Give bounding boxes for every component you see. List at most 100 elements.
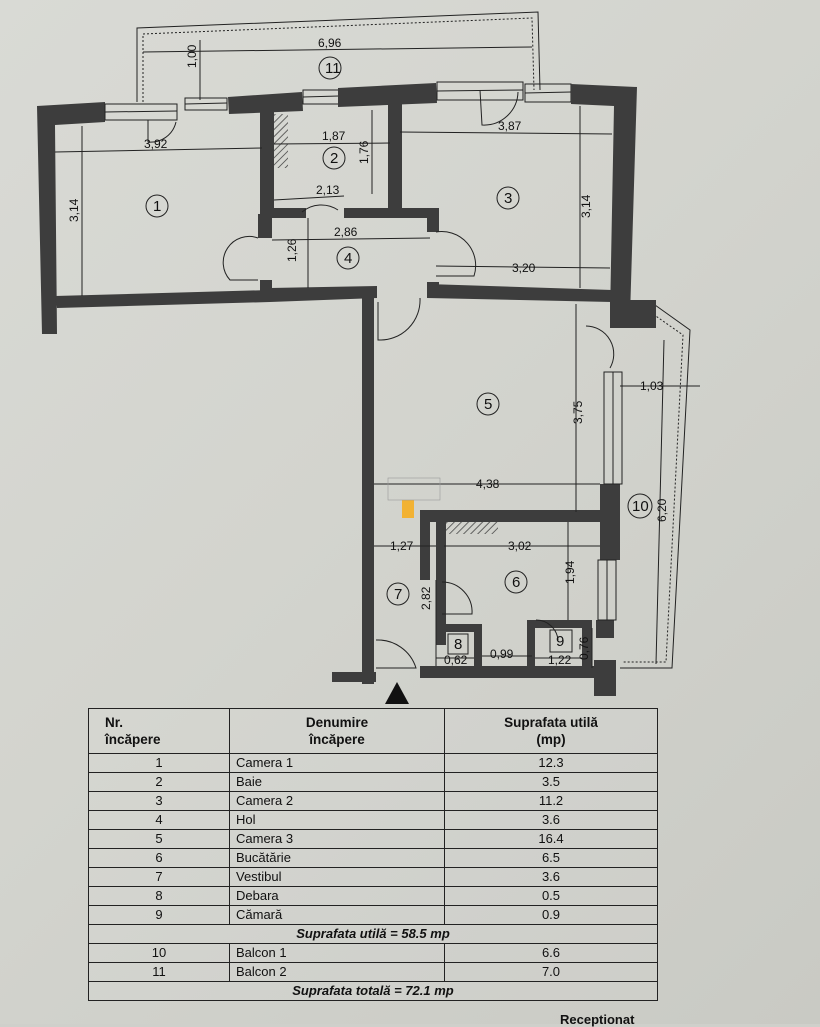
row-area: 6.5 bbox=[444, 848, 658, 868]
row-name: Hol bbox=[229, 810, 445, 830]
row-nr: 8 bbox=[88, 886, 230, 906]
dim-hall-depth: 1,26 bbox=[285, 238, 299, 262]
row-area: 11.2 bbox=[444, 791, 658, 811]
row-name: Balcon 2 bbox=[229, 962, 445, 982]
dim-bath-inner: 2,13 bbox=[316, 183, 340, 197]
room-number-3: 3 bbox=[504, 190, 512, 207]
header-area-line2: (mp) bbox=[536, 732, 566, 747]
row-area: 3.6 bbox=[444, 867, 658, 887]
header-area: Suprafata utilă (mp) bbox=[444, 708, 658, 754]
dim-balcony1-length: 6,20 bbox=[655, 498, 669, 522]
bath-shaft-hatch bbox=[274, 114, 288, 168]
row-area: 3.5 bbox=[444, 772, 658, 792]
room-number-4: 4 bbox=[344, 250, 352, 267]
marker-highlight bbox=[402, 500, 414, 518]
walls bbox=[37, 81, 656, 696]
row-nr: 10 bbox=[88, 943, 230, 963]
dim-room5-width: 4,38 bbox=[476, 477, 500, 491]
row-name: Bucătărie bbox=[229, 848, 445, 868]
entrance-arrow-icon bbox=[385, 682, 409, 704]
dimension-lines bbox=[54, 40, 700, 668]
header-nr: Nr.încăpere bbox=[88, 708, 230, 754]
dim-pantry-depth: 0,76 bbox=[577, 636, 591, 660]
dim-bath-depth: 1,76 bbox=[357, 140, 371, 164]
kitchen-hatch bbox=[446, 522, 498, 534]
row-area: 0.9 bbox=[444, 905, 658, 925]
dim-room5-depth: 3,75 bbox=[571, 400, 585, 424]
grand-total: Suprafata totală = 72.1 mp bbox=[88, 981, 658, 1001]
room-number-7: 7 bbox=[394, 586, 402, 603]
dim-hall-width: 2,86 bbox=[334, 225, 358, 239]
room-number-1: 1 bbox=[153, 198, 161, 215]
row-area: 0.5 bbox=[444, 886, 658, 906]
room-number-6: 6 bbox=[512, 574, 520, 591]
dim-balcony1-width: 1,03 bbox=[640, 379, 664, 393]
row-name: Baie bbox=[229, 772, 445, 792]
dim-corridor: 3,20 bbox=[512, 261, 536, 275]
dim-room1-depth: 3,14 bbox=[67, 198, 81, 222]
dim-mid-width: 0,99 bbox=[490, 647, 514, 661]
room-number-5: 5 bbox=[484, 396, 492, 413]
row-name: Camera 1 bbox=[229, 753, 445, 773]
balcony-1-railing bbox=[620, 304, 691, 669]
grand-total-row: Suprafata totală = 72.1 mp bbox=[88, 981, 658, 1001]
row-name: Balcon 1 bbox=[229, 943, 445, 963]
window-right bbox=[597, 371, 623, 621]
header-nr-line2: încăpere bbox=[105, 732, 161, 747]
dim-vestibule-depth: 2,82 bbox=[419, 586, 433, 610]
row-name: Debara bbox=[229, 886, 445, 906]
row-nr: 1 bbox=[88, 753, 230, 773]
dim-bath-width: 1,87 bbox=[322, 129, 346, 143]
floor-plan: 6,96 1,00 3,92 3,14 1,87 1,76 2,13 3,87 … bbox=[37, 11, 700, 704]
dim-room3-depth: 3,14 bbox=[579, 194, 593, 218]
row-nr: 3 bbox=[88, 791, 230, 811]
row-nr: 2 bbox=[88, 772, 230, 792]
row-area: 3.6 bbox=[444, 810, 658, 830]
room-number-10: 10 bbox=[632, 498, 649, 515]
dim-pantry-width: 1,22 bbox=[548, 653, 572, 667]
door-swings bbox=[147, 89, 615, 669]
row-name: Cămară bbox=[229, 905, 445, 925]
dim-balcony2-depth: 1,00 bbox=[185, 44, 199, 68]
row-area: 6.6 bbox=[444, 943, 658, 963]
dim-vestibule-width: 1,27 bbox=[390, 539, 414, 553]
dim-storage-width: 0,62 bbox=[444, 653, 468, 667]
row-nr: 4 bbox=[88, 810, 230, 830]
dim-balcony2-width: 6,96 bbox=[318, 36, 342, 50]
row-name: Camera 2 bbox=[229, 791, 445, 811]
row-nr: 9 bbox=[88, 905, 230, 925]
header-area-line1: Suprafata utilă bbox=[504, 715, 598, 730]
marker-box bbox=[387, 477, 441, 501]
row-name: Vestibul bbox=[229, 867, 445, 887]
row-area: 16.4 bbox=[444, 829, 658, 849]
room-number-2: 2 bbox=[330, 150, 338, 167]
row-area: 7.0 bbox=[444, 962, 658, 982]
row-nr: 7 bbox=[88, 867, 230, 887]
dim-room1-width: 3,92 bbox=[144, 137, 168, 151]
room-number-9: 9 bbox=[556, 633, 564, 650]
balcony-2-railing bbox=[136, 11, 541, 102]
room-number-11: 11 bbox=[325, 60, 341, 77]
room-labels bbox=[145, 56, 653, 655]
row-nr: 5 bbox=[88, 829, 230, 849]
usable-total: Suprafata utilă = 58.5 mp bbox=[88, 924, 658, 944]
dim-kitchen-depth: 1,94 bbox=[563, 560, 577, 584]
row-area: 12.3 bbox=[444, 753, 658, 773]
row-nr: 6 bbox=[88, 848, 230, 868]
usable-total-row: Suprafata utilă = 58.5 mp bbox=[88, 924, 658, 944]
row-name: Camera 3 bbox=[229, 829, 445, 849]
